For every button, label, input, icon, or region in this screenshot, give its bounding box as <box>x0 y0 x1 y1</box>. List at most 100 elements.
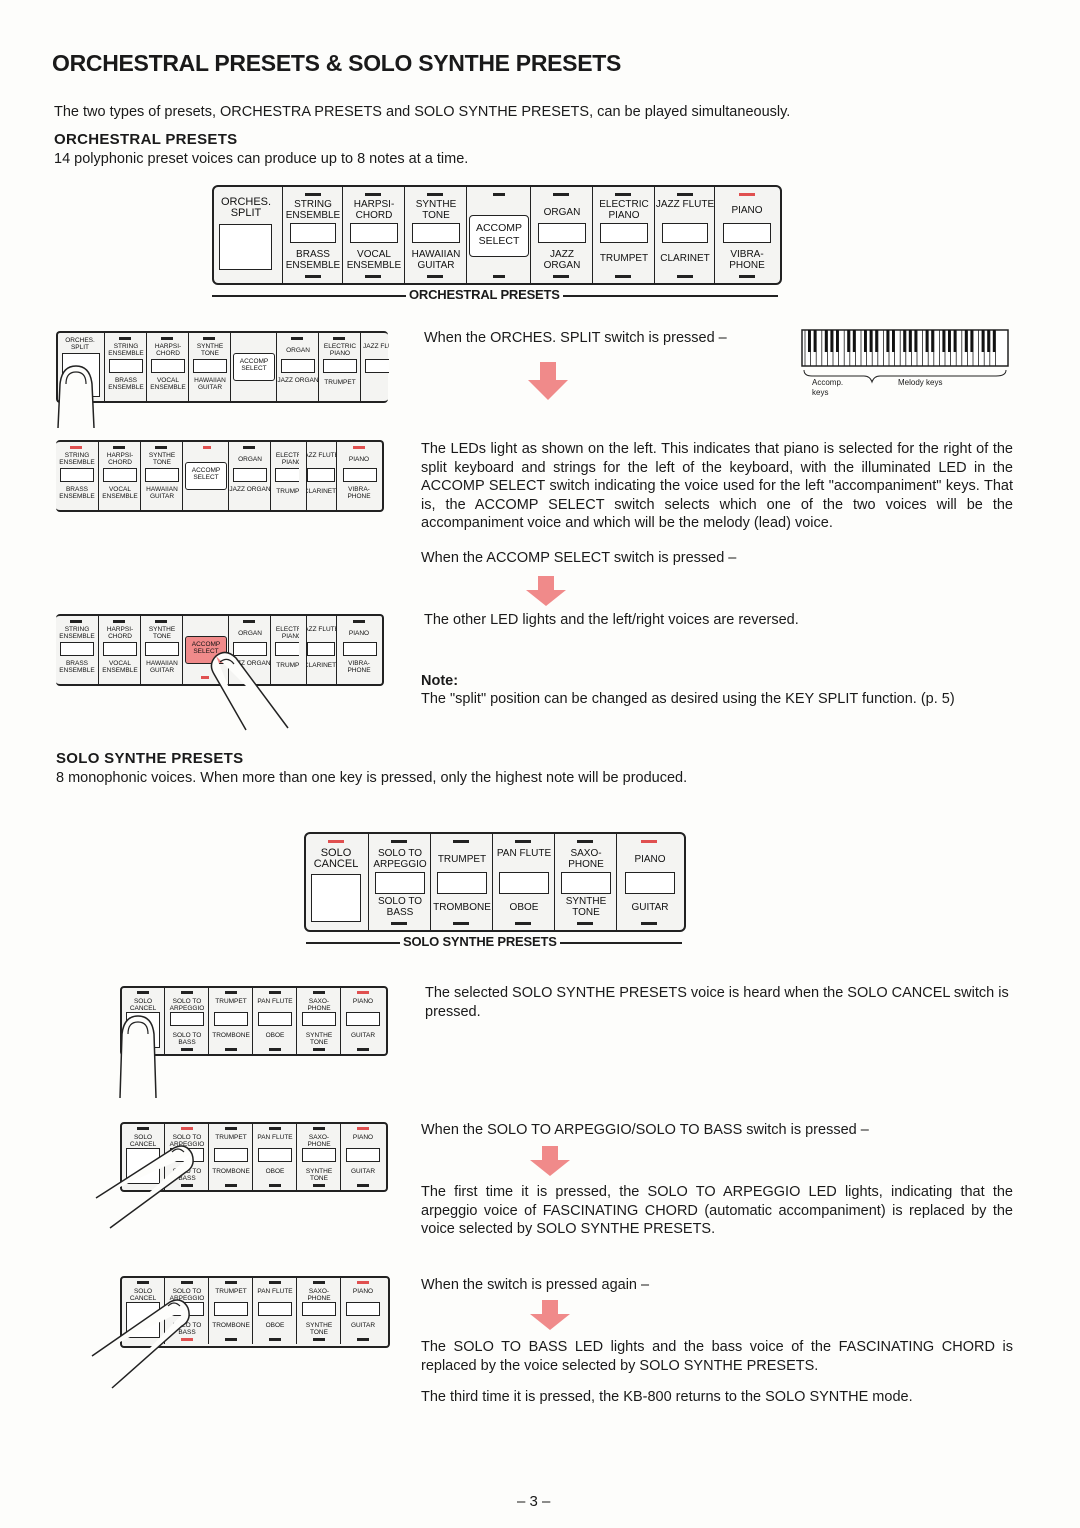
solo-small-switch[interactable] <box>302 1148 336 1162</box>
s3-flute: JAZZ FLUTE <box>307 626 337 633</box>
switch-jazz-flute[interactable] <box>662 223 708 243</box>
solo-small-switch[interactable] <box>346 1148 380 1162</box>
s1-flute: JAZZ FLUTE <box>363 343 389 350</box>
switch-piano[interactable] <box>723 223 771 243</box>
solo-arp-bass-group[interactable]: SOLO TO ARPEGGIO SOLO TO BASS <box>368 834 431 930</box>
solo-piano-switch[interactable] <box>625 872 675 894</box>
voice-organ-jazzorgan[interactable]: ORGAN JAZZ ORGAN <box>530 187 593 283</box>
solo-piano-guitar[interactable]: PIANO GUITAR <box>616 834 683 930</box>
orchestral-subtext: 14 polyphonic preset voices can produce … <box>54 151 469 167</box>
voice-string-brass[interactable]: STRING ENSEMBLE BRASS ENSEMBLE <box>282 187 343 283</box>
solo-small-label-bottom: GUITAR <box>350 1168 376 1175</box>
solo-small-label-bottom: OBOE <box>265 1032 285 1039</box>
solo-arp-switch[interactable] <box>375 872 425 894</box>
solo-trumpet-trombone[interactable]: TRUMPET TROMBONE <box>430 834 493 930</box>
solo-small-switch[interactable] <box>346 1302 380 1316</box>
solo-cancel-switch[interactable] <box>311 874 361 922</box>
solo-subtext: 8 monophonic voices. When more than one … <box>56 770 688 786</box>
s2-accomp: ACCOMP SELECT <box>191 467 221 481</box>
solo-small-led-bottom <box>357 1338 369 1341</box>
solo-small-label-bottom: SYNTHE TONE <box>305 1322 333 1336</box>
orches-split-switch[interactable] <box>219 224 272 270</box>
solo-panflute-switch[interactable] <box>499 872 549 894</box>
kb-black-key <box>970 330 974 352</box>
solo-small-switch[interactable] <box>258 1148 292 1162</box>
solo-small-switch[interactable] <box>302 1012 336 1026</box>
led-solo-piano <box>641 840 657 843</box>
accomp-select-label: ACCOMP SELECT <box>475 222 523 247</box>
solo-small-switch[interactable] <box>214 1302 248 1316</box>
solo-small-led-bottom <box>313 1184 325 1187</box>
solo-sax-switch[interactable] <box>561 872 611 894</box>
switch-synthe[interactable] <box>412 223 460 243</box>
voice-synthe-hawaiian[interactable]: SYNTHE TONE HAWAIIAN GUITAR <box>404 187 467 283</box>
note-text: The "split" position can be changed as d… <box>421 691 955 707</box>
voice-epiano-trumpet[interactable]: ELECTRIC PIANO TRUMPET <box>592 187 655 283</box>
kb-black-key <box>869 330 873 352</box>
switch-electric-piano[interactable] <box>600 223 648 243</box>
s2-string: STRING ENSEMBLE <box>59 452 95 466</box>
solo-small-led-bottom <box>269 1048 281 1051</box>
accomp-select-button[interactable]: ACCOMP SELECT <box>469 215 529 257</box>
orches-split-button[interactable]: ORCHES. SPLIT <box>214 187 278 283</box>
solo-trumpet-switch[interactable] <box>437 872 487 894</box>
switch-harpsichord[interactable] <box>350 223 398 243</box>
solo-small-switch[interactable] <box>302 1302 336 1316</box>
solo-small-switch[interactable] <box>258 1012 292 1026</box>
led-trumpet <box>615 275 631 278</box>
solo-small-switch[interactable] <box>214 1012 248 1026</box>
solo-small-led-bottom <box>181 1338 193 1341</box>
solo-small-switch[interactable] <box>346 1012 380 1026</box>
solo-small-led-top <box>357 1281 369 1284</box>
solo-small-led-top <box>137 1127 149 1130</box>
kb-accomp-label: Accomp. keys <box>812 378 844 397</box>
solo-small-switch[interactable] <box>258 1302 292 1316</box>
solo-panflute-oboe[interactable]: PAN FLUTE OBOE <box>492 834 555 930</box>
solo-piano-label: PIANO <box>634 854 666 865</box>
voice-flute-clarinet[interactable]: JAZZ FLUTE CLARINET <box>654 187 715 283</box>
kb-black-key <box>914 330 918 352</box>
solo-sax-synthe[interactable]: SAXO- PHONE SYNTHE TONE <box>554 834 617 930</box>
page-number: – 3 – <box>517 1493 551 1510</box>
led-accomp-left-on <box>201 676 209 679</box>
voice-piano-vibraphone[interactable]: PIANO VIBRA- PHONE <box>714 187 779 283</box>
solo-small-label-top: SAXO- PHONE <box>307 1288 331 1302</box>
led-accomp-right <box>493 193 505 196</box>
solo-bass-text: The SOLO TO BASS LED lights and the bass… <box>421 1339 1013 1374</box>
kb-black-key <box>948 330 951 352</box>
solo-first-text: The first time it is pressed, the SOLO T… <box>421 1184 1013 1237</box>
solo-small-label-top: SOLO CANCEL <box>129 998 157 1012</box>
solo-small-led-top <box>357 1127 369 1130</box>
solo-small-label-bottom: TROMBONE <box>212 1168 250 1175</box>
label-electric-piano: ELECTRIC PIANO <box>599 199 649 221</box>
solo-small-switch[interactable] <box>170 1012 204 1026</box>
solo-cancel-group[interactable]: SOLO CANCEL <box>306 834 366 930</box>
voice-harpsi-vocal[interactable]: HARPSI- CHORD VOCAL ENSEMBLE <box>342 187 405 283</box>
solo-small-group-4[interactable]: SAXO- PHONE SYNTHE TONE <box>296 1278 341 1344</box>
kb-black-key <box>808 330 811 352</box>
switch-organ[interactable] <box>538 223 586 243</box>
led-string-on <box>70 446 82 449</box>
solo-small-led-top <box>181 991 193 994</box>
solo-small-switch[interactable] <box>214 1148 248 1162</box>
kb-black-key <box>908 330 912 352</box>
s3-synthe: SYNTHE TONE <box>148 626 176 640</box>
solo-small-label-bottom: SOLO TO BASS <box>172 1322 202 1336</box>
switch-string[interactable] <box>290 223 336 243</box>
s3-harpsi: HARPSI- CHORD <box>106 626 134 640</box>
kb-black-key <box>964 330 968 352</box>
kb-black-key <box>813 330 817 352</box>
